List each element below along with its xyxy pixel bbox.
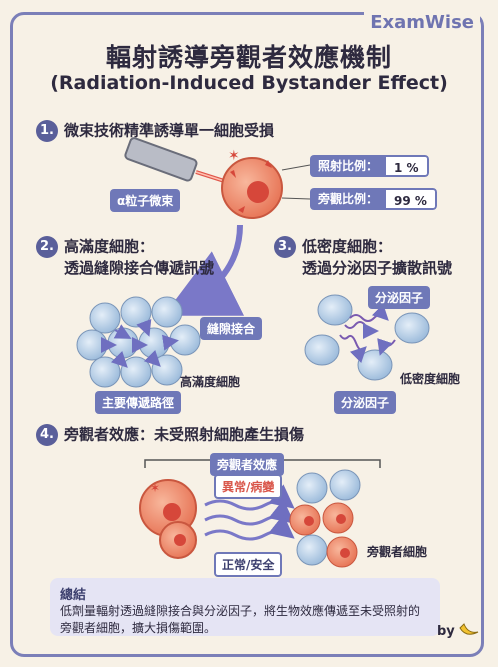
- bystander-cells-icon: [289, 469, 361, 568]
- abnormal-label: 異常/病變: [214, 474, 283, 499]
- damaged-source-cells-icon: ✶: [139, 479, 197, 559]
- section-3-text: 低密度細胞：: [302, 237, 393, 256]
- irradiated-cell-icon: ✶: [221, 148, 283, 219]
- bystander-cells-label: 旁觀者細胞: [367, 545, 428, 559]
- svg-text:✶: ✶: [228, 148, 240, 164]
- main-pathway-label: 主要傳遞路徑: [95, 391, 182, 414]
- signal-arrows-icon: [204, 484, 295, 541]
- bystander-ratio: 旁觀比例：99 %: [310, 188, 437, 210]
- svg-text:✶: ✶: [150, 481, 160, 495]
- low-density-cells-icon: [304, 294, 430, 381]
- irradiated-ratio: 照射比例：1 %: [310, 155, 429, 177]
- section-2-title: 2. 高滿度細胞： 透過縫隙接合傳遞訊號: [36, 236, 214, 278]
- bystander-effect-label: 旁觀者效應: [210, 453, 285, 476]
- low-density-cells-label: 低密度細胞: [400, 372, 461, 386]
- bystander-ratio-label: 旁觀比例：: [310, 188, 387, 210]
- credit-text: by: [437, 624, 455, 639]
- section-1-number: 1.: [36, 120, 58, 142]
- section-3-number: 3.: [274, 236, 296, 258]
- summary-box: 總結 低劑量輻射透過縫隙接合與分泌因子，將生物效應傳遞至未受照射的旁觀者細胞，擴…: [50, 578, 440, 636]
- summary-heading: 總結: [60, 588, 87, 603]
- summary-text: 低劑量輻射透過縫隙接合與分泌因子，將生物效應傳遞至未受照射的旁觀者細胞，擴大損傷…: [60, 604, 421, 635]
- section-4-text: 旁觀者效應：未受照射細胞產生損傷: [64, 425, 305, 444]
- section-4-title: 4. 旁觀者效應：未受照射細胞產生損傷: [36, 424, 304, 446]
- secreted-factor-label-bottom: 分泌因子: [334, 391, 397, 414]
- high-density-cells-icon: [76, 296, 201, 388]
- bystander-ratio-value: 99 %: [386, 188, 437, 210]
- gap-junction-label: 縫隙接合: [200, 317, 263, 340]
- irradiated-ratio-value: 1 %: [386, 155, 429, 177]
- page-title: 輻射誘導旁觀者效應機制: [105, 43, 392, 72]
- section-3-title: 3. 低密度細胞： 透過分泌因子擴散訊號: [274, 236, 452, 278]
- secreted-factor-label-top: 分泌因子: [368, 286, 431, 309]
- section-3-text2: 透過分泌因子擴散訊號: [302, 259, 453, 277]
- section-2-text2: 透過縫隙接合傳遞訊號: [64, 259, 215, 277]
- section-1-title: 1. 微束技術精準誘導單一細胞受損: [36, 120, 274, 142]
- brand-logo: ExamWise: [364, 12, 480, 33]
- banana-icon: [459, 623, 479, 635]
- border-frame: [10, 12, 484, 657]
- section-2-text: 高滿度細胞：: [64, 237, 155, 256]
- normal-label: 正常/安全: [214, 552, 283, 577]
- irradiated-ratio-label: 照射比例：: [310, 155, 387, 177]
- page-subtitle: (Radiation-Induced Bystander Effect): [50, 72, 448, 94]
- section-1-text: 微束技術精準誘導單一細胞受損: [64, 121, 275, 140]
- abnormal-label-text: 異常/病變: [222, 480, 275, 494]
- beam-label: α粒子微束: [110, 189, 181, 212]
- section-2-number: 2.: [36, 236, 58, 258]
- section-4-number: 4.: [36, 424, 58, 446]
- high-density-cells-label: 高滿度細胞: [180, 375, 241, 389]
